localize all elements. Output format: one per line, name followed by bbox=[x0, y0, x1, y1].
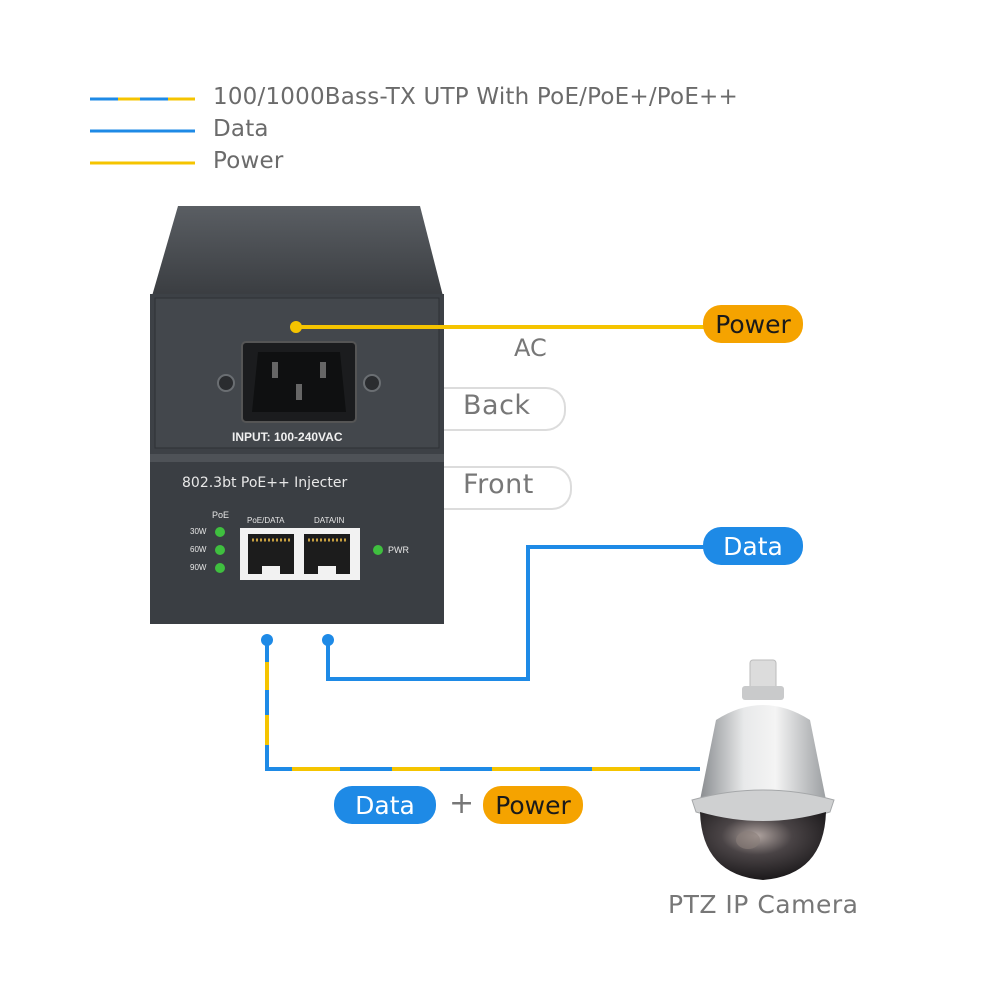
device-title: 802.3bt PoE++ Injecter bbox=[182, 475, 348, 491]
front-tab-label: Front bbox=[463, 469, 534, 500]
back-tab bbox=[444, 387, 566, 431]
led-90w-icon bbox=[215, 563, 225, 573]
port-label-poe-data: PoE/DATA bbox=[247, 516, 285, 525]
led-label-30w: 30W bbox=[190, 527, 207, 536]
camera-label: PTZ IP Camera bbox=[668, 890, 859, 919]
poe-line bbox=[261, 634, 700, 771]
power-badge-bottom: Power bbox=[483, 786, 583, 824]
port-label-data-in: DATA/IN bbox=[314, 516, 345, 525]
injector-front-unit bbox=[150, 454, 444, 624]
screw-icon bbox=[217, 374, 235, 392]
poe-heading: PoE bbox=[212, 510, 230, 520]
led-label-60w: 60W bbox=[190, 545, 207, 554]
legend-label-data: Data bbox=[213, 116, 269, 142]
data-badge-right: Data bbox=[703, 527, 803, 565]
data-badge-bottom: Data bbox=[334, 786, 436, 824]
legend-label-combined: 100/1000Bass-TX UTP With PoE/PoE+/PoE++ bbox=[213, 84, 738, 110]
led-label-90w: 90W bbox=[190, 563, 207, 572]
front-tab bbox=[444, 466, 572, 510]
injector-back-unit bbox=[150, 206, 444, 454]
ac-label: AC bbox=[514, 334, 547, 362]
led-60w-icon bbox=[215, 545, 225, 555]
data-in-line bbox=[322, 545, 720, 681]
rj45-port-icon bbox=[240, 528, 360, 580]
back-tab-label: Back bbox=[463, 390, 531, 421]
power-badge-top: Power bbox=[703, 305, 803, 343]
ptz-camera-icon bbox=[691, 659, 835, 880]
ac-power-line bbox=[290, 321, 720, 333]
input-voltage-label: INPUT: 100-240VAC bbox=[232, 430, 343, 444]
plus-sign: + bbox=[449, 786, 475, 821]
power-socket-icon bbox=[241, 341, 357, 423]
led-30w-icon bbox=[215, 527, 225, 537]
pwr-label: PWR bbox=[388, 545, 409, 555]
legend-label-power: Power bbox=[213, 148, 284, 174]
led-pwr-icon bbox=[373, 545, 383, 555]
